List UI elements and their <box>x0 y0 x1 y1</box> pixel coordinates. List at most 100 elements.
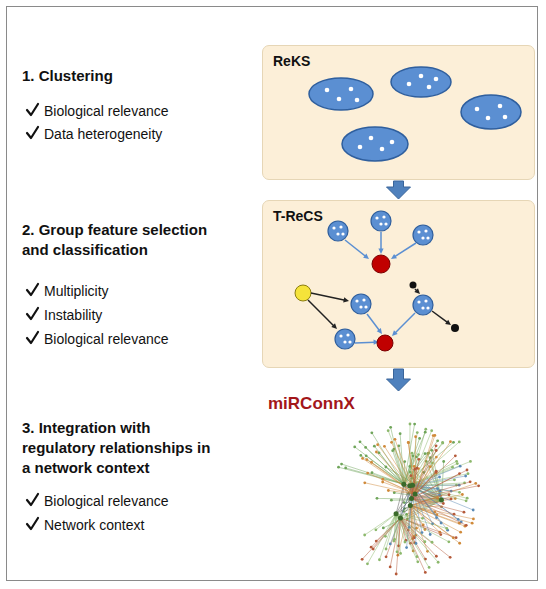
network-node <box>435 555 438 558</box>
sample-dot <box>332 226 335 229</box>
network-node <box>385 548 388 551</box>
small-arrow <box>380 232 382 250</box>
network-node <box>417 458 420 461</box>
network-link <box>411 486 478 499</box>
illustration <box>262 392 535 578</box>
network-link <box>400 518 425 572</box>
network-link <box>376 514 396 530</box>
sample-dot <box>384 222 387 225</box>
flow-arrow <box>387 181 411 199</box>
network-node <box>424 452 427 455</box>
network-hub <box>401 482 406 487</box>
cluster-ellipse <box>309 78 373 110</box>
section-heading: 3. Integration with regulatory relations… <box>22 418 222 478</box>
network-link <box>384 446 415 494</box>
network-node <box>395 573 398 576</box>
sample-dot <box>364 305 367 308</box>
network-node <box>416 431 419 434</box>
small-arrowhead <box>445 320 451 325</box>
small-arrow <box>345 240 366 257</box>
sample-dot <box>379 222 382 225</box>
network-node <box>441 441 444 444</box>
network-node <box>429 533 432 536</box>
group-circle <box>351 294 371 314</box>
network-node <box>363 481 366 484</box>
network-link <box>395 439 415 494</box>
network-node <box>414 435 417 438</box>
network-node <box>381 481 384 484</box>
network-node <box>370 431 373 434</box>
network-node <box>340 463 343 466</box>
network-node <box>458 542 461 545</box>
sample-dot <box>421 236 424 239</box>
network-node <box>399 552 402 555</box>
network-node <box>361 457 364 460</box>
network-node <box>391 449 394 452</box>
criterion-text: Biological relevance <box>44 492 169 510</box>
network-link <box>362 518 400 559</box>
network-node <box>387 429 390 432</box>
regulator-dot <box>295 285 311 301</box>
network-node <box>364 446 367 449</box>
small-arrowhead <box>414 288 420 294</box>
target-dot <box>377 335 393 351</box>
checkmark <box>27 332 38 343</box>
network-hub <box>394 511 399 516</box>
checkmark <box>27 284 38 295</box>
network-link <box>368 473 415 494</box>
criterion-text: Data heterogeneity <box>44 125 162 143</box>
network-node <box>396 550 399 553</box>
small-arrow <box>394 243 416 257</box>
sample-dot <box>382 215 385 218</box>
sample-dot <box>424 229 427 232</box>
flow-arrow <box>387 369 411 391</box>
network-hub <box>439 498 444 503</box>
network-node <box>464 475 467 478</box>
network-node <box>337 466 340 469</box>
sample-dot <box>380 147 385 152</box>
small-arrowhead <box>377 328 382 334</box>
network-link <box>411 446 436 499</box>
small-arrowhead <box>331 323 337 329</box>
sample-dot <box>339 334 342 337</box>
network-node <box>413 468 416 471</box>
network-node <box>424 571 427 574</box>
network-node <box>459 531 462 534</box>
network-node <box>458 491 461 494</box>
network-link <box>367 460 415 494</box>
criterion-text: Biological relevance <box>44 330 169 348</box>
block-arrow <box>387 369 411 391</box>
network-node <box>376 497 379 500</box>
sample-dot <box>486 116 491 121</box>
network-node <box>389 426 392 429</box>
network-node <box>410 474 413 477</box>
network-node <box>465 524 468 527</box>
network-link <box>411 450 436 498</box>
target-dot <box>372 255 390 273</box>
network-node <box>472 509 475 512</box>
criterion-text: Instability <box>44 306 102 324</box>
network-node <box>428 566 431 569</box>
network-link <box>396 514 429 568</box>
network-node <box>374 528 377 531</box>
network-node <box>385 555 388 558</box>
network-node <box>466 469 469 472</box>
network-link <box>376 452 415 494</box>
network-link <box>339 467 404 484</box>
small-arrowhead <box>378 249 383 254</box>
network-node <box>373 445 376 448</box>
network-hub <box>413 491 418 496</box>
checkmark <box>27 518 38 529</box>
network-node <box>453 478 456 481</box>
network-node <box>378 558 381 561</box>
network-node <box>435 456 438 459</box>
sample-dot <box>375 216 378 219</box>
network-node <box>435 471 438 474</box>
network-node <box>442 460 445 463</box>
network-hub <box>398 515 403 520</box>
network-node <box>411 452 414 455</box>
sample-dot <box>369 136 374 141</box>
network-node <box>394 438 397 441</box>
network-node <box>438 476 441 479</box>
network-node <box>366 562 369 565</box>
